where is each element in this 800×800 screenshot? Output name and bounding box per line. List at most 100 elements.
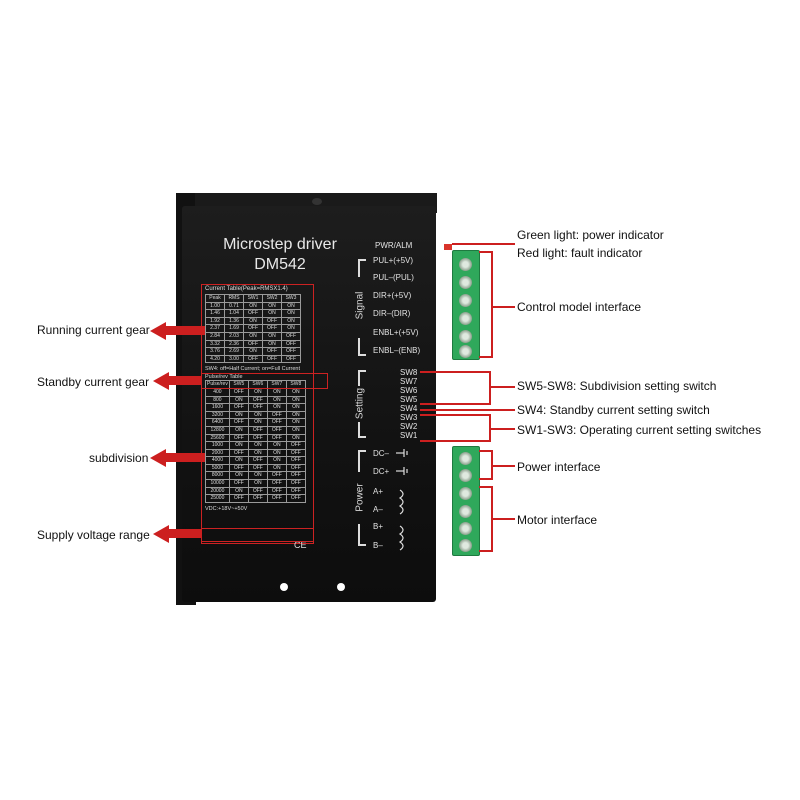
arrow-shaft bbox=[168, 529, 202, 538]
callout-red-light: Red light: fault indicator bbox=[517, 246, 643, 260]
setting-bracket-bottom bbox=[358, 422, 366, 438]
table-cell: OFF bbox=[281, 354, 301, 364]
table-cell: ON bbox=[266, 463, 287, 473]
table-cell: OFF bbox=[262, 324, 282, 333]
screw-icon[interactable] bbox=[459, 258, 472, 271]
table-cell: OFF bbox=[285, 494, 306, 503]
switch-sw8: SW8 bbox=[400, 368, 418, 377]
table-cell: OFF bbox=[266, 486, 287, 496]
table-cell: OFF bbox=[247, 463, 268, 473]
table-cell: 25000 bbox=[205, 494, 230, 503]
table-cell: OFF bbox=[247, 433, 268, 443]
table-cell: OFF bbox=[281, 347, 301, 356]
callout-standby-current: Standby current gear bbox=[37, 375, 150, 389]
table-cell: 1000 bbox=[205, 441, 230, 450]
table-cell: OFF bbox=[285, 479, 306, 488]
table-cell: OFF bbox=[262, 316, 282, 326]
screw-icon[interactable] bbox=[459, 276, 472, 289]
leader-line-power bbox=[491, 465, 515, 467]
arrow-shaft bbox=[168, 376, 202, 385]
table-cell: SW1 bbox=[243, 294, 263, 303]
table-cell: ON bbox=[247, 410, 268, 420]
table-cell: Peak bbox=[205, 294, 225, 303]
callout-power-interface: Power interface bbox=[517, 460, 601, 474]
table-cell: ON bbox=[285, 425, 306, 435]
screw-icon[interactable] bbox=[459, 487, 472, 500]
table-cell: OFF bbox=[228, 433, 249, 443]
table-cell: OFF bbox=[281, 331, 301, 341]
table-cell: OFF bbox=[266, 433, 287, 443]
signal-bracket-top bbox=[358, 259, 366, 277]
screw-icon[interactable] bbox=[459, 505, 472, 518]
table-cell: OFF bbox=[228, 479, 249, 488]
table-cell: ON bbox=[247, 418, 268, 427]
screw-icon[interactable] bbox=[459, 330, 472, 343]
table-cell: 8000 bbox=[205, 471, 230, 481]
table-cell: OFF bbox=[266, 410, 287, 420]
table-cell: ON bbox=[281, 309, 301, 318]
power-terminal-block[interactable] bbox=[452, 446, 480, 556]
pwr-alm-label: PWR/ALM bbox=[375, 241, 413, 250]
switch-sw1: SW1 bbox=[400, 431, 418, 440]
table-cell: ON bbox=[262, 339, 282, 349]
screw-icon[interactable] bbox=[459, 469, 472, 482]
pin-b-minus: B– bbox=[373, 541, 383, 550]
table-cell: ON bbox=[266, 403, 287, 412]
table-cell: ON bbox=[243, 347, 263, 356]
voltage-highlight-box bbox=[201, 528, 314, 542]
switch-sw3: SW3 bbox=[400, 413, 418, 422]
table-cell: ON bbox=[285, 433, 306, 443]
table-cell: ON bbox=[281, 324, 301, 333]
screw-icon[interactable] bbox=[459, 345, 472, 358]
table-cell: RMS bbox=[224, 294, 244, 303]
pulse-table-title: Pulse/rev Table bbox=[205, 374, 243, 381]
table-cell: ON bbox=[247, 471, 268, 481]
table-cell: OFF bbox=[266, 479, 287, 488]
pin-dc-minus: DC– bbox=[373, 449, 390, 458]
table-cell: OFF bbox=[281, 339, 301, 349]
table-cell: ON bbox=[266, 456, 287, 465]
screw-icon[interactable] bbox=[459, 522, 472, 535]
table-cell: OFF bbox=[247, 494, 268, 503]
setting-group-label: Setting bbox=[354, 387, 366, 420]
table-cell: OFF bbox=[228, 494, 249, 503]
table-cell: OFF bbox=[228, 418, 249, 427]
table-cell: ON bbox=[243, 331, 263, 341]
screw-icon[interactable] bbox=[459, 294, 472, 307]
table-cell: OFF bbox=[243, 324, 263, 333]
callout-control-interface: Control model interface bbox=[517, 300, 642, 314]
table-cell: OFF bbox=[247, 403, 268, 412]
table-cell: 2.69 bbox=[224, 347, 244, 356]
table-cell: OFF bbox=[262, 354, 282, 364]
screw-icon[interactable] bbox=[459, 452, 472, 465]
leader-line-led bbox=[452, 243, 515, 245]
table-cell: ON bbox=[243, 301, 263, 311]
table-cell: 25600 bbox=[205, 433, 230, 443]
table-cell: 1.69 bbox=[224, 324, 244, 333]
table-cell: OFF bbox=[247, 395, 268, 405]
table-cell: ON bbox=[228, 471, 249, 481]
screw-icon[interactable] bbox=[459, 312, 472, 325]
arrow-left-icon bbox=[153, 525, 169, 543]
signal-terminal-block[interactable] bbox=[452, 250, 480, 360]
table-cell: ON bbox=[262, 301, 282, 311]
table-cell: ON bbox=[228, 486, 249, 496]
screw-icon[interactable] bbox=[459, 539, 472, 552]
table-cell: ON bbox=[285, 387, 306, 397]
table-cell: 6400 bbox=[205, 418, 230, 427]
switch-sw4: SW4 bbox=[400, 404, 418, 413]
table-cell: ON bbox=[266, 387, 287, 397]
leader-bracket-control-top bbox=[479, 251, 493, 253]
power-bracket-top bbox=[358, 450, 366, 472]
table-cell: OFF bbox=[247, 425, 268, 435]
